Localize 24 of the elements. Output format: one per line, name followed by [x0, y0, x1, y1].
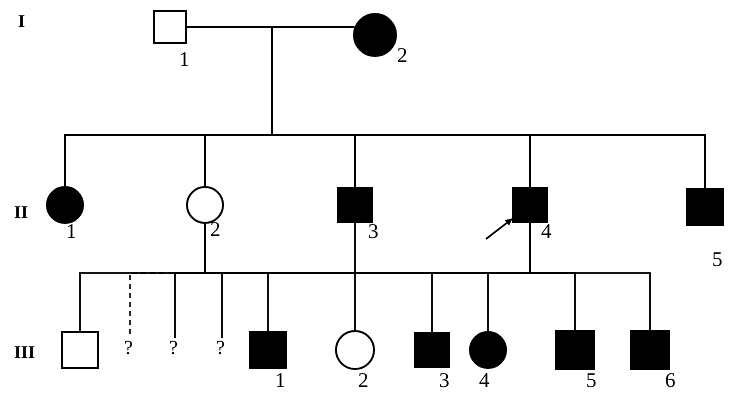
- generation-label: II: [14, 203, 28, 221]
- individual-number: 1: [179, 49, 190, 70]
- pedigree-line: [271, 26, 706, 188]
- individual-number: 2: [397, 45, 408, 66]
- individual-number: 5: [586, 370, 596, 391]
- individual-number: 4: [479, 370, 490, 391]
- proband-arrow: [485, 218, 513, 240]
- generation-label: I: [18, 12, 26, 30]
- individual-number: 3: [439, 370, 450, 391]
- individual-number: 4: [541, 221, 552, 242]
- individual-number: 1: [66, 221, 76, 242]
- individual-number: 2: [210, 219, 220, 240]
- individual-number: 1: [275, 370, 286, 391]
- individual-number: 5: [712, 249, 722, 270]
- individual-number: 3: [368, 221, 378, 242]
- individual-number: 6: [665, 370, 676, 391]
- pedigree-line: [354, 223, 356, 330]
- generation-label: III: [14, 343, 36, 361]
- individual-number: 2: [358, 370, 368, 391]
- unknown-mark: ?: [169, 338, 178, 358]
- pedigree-line: [204, 224, 269, 331]
- unknown-mark: ?: [216, 338, 225, 358]
- unknown-mark: ?: [124, 338, 133, 358]
- pedigree-line: [529, 223, 651, 330]
